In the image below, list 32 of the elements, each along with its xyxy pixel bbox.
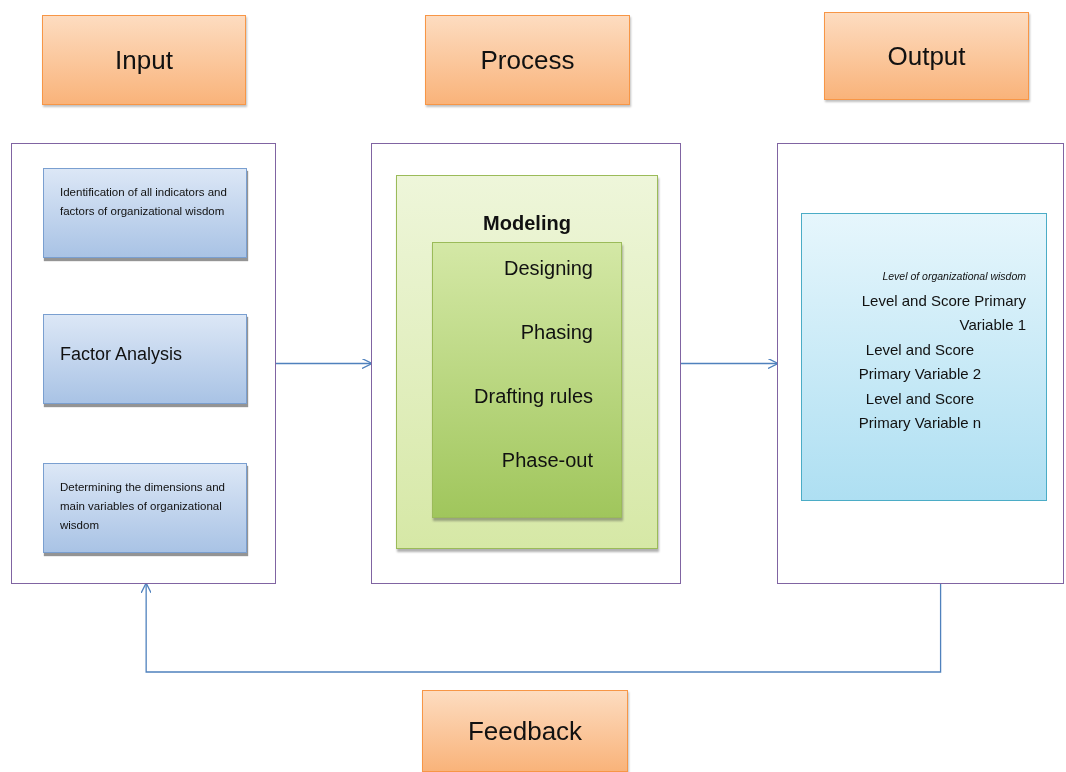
heading-box	[824, 12, 1029, 100]
heading-text: Process	[480, 44, 575, 76]
result-text: Level and Score Primary Variable 1	[860, 290, 1027, 335]
arrow	[680, 357, 779, 370]
heading-text: Output	[887, 40, 966, 72]
arrow	[140, 582, 942, 673]
stage-frame	[777, 143, 1064, 584]
step-box	[43, 314, 247, 404]
step-box	[43, 463, 247, 553]
arrow	[275, 357, 373, 370]
result-box	[801, 213, 1047, 501]
phase-text: Drafting rules	[473, 384, 594, 409]
heading-box	[422, 690, 628, 772]
phase-text: Phase-out	[500, 448, 594, 473]
heading-box	[42, 15, 246, 105]
phase-box	[432, 242, 622, 518]
heading-text: Input	[115, 44, 173, 76]
result-text: Level and Score Primary Variable n	[857, 388, 983, 433]
result-text: Level of organizational wisdom	[881, 269, 1027, 284]
heading-text: Feedback	[467, 715, 583, 747]
model-box	[396, 175, 658, 549]
phase-text: Designing	[503, 256, 594, 281]
model-title: Modeling	[482, 212, 572, 235]
result-text: Level and Score Primary Variable 2	[857, 339, 983, 384]
step-text: Identification of all indicators and factors of organizational wisdom	[60, 185, 228, 219]
heading-box	[425, 15, 630, 105]
stage-frame	[11, 143, 276, 584]
step-text: Factor Analysis	[60, 344, 183, 364]
phase-text: Phasing	[519, 320, 594, 345]
step-text: Determining the dimensions and main variables of organizational wisdom	[60, 480, 226, 533]
stage-frame	[371, 143, 681, 584]
step-box	[43, 168, 247, 258]
